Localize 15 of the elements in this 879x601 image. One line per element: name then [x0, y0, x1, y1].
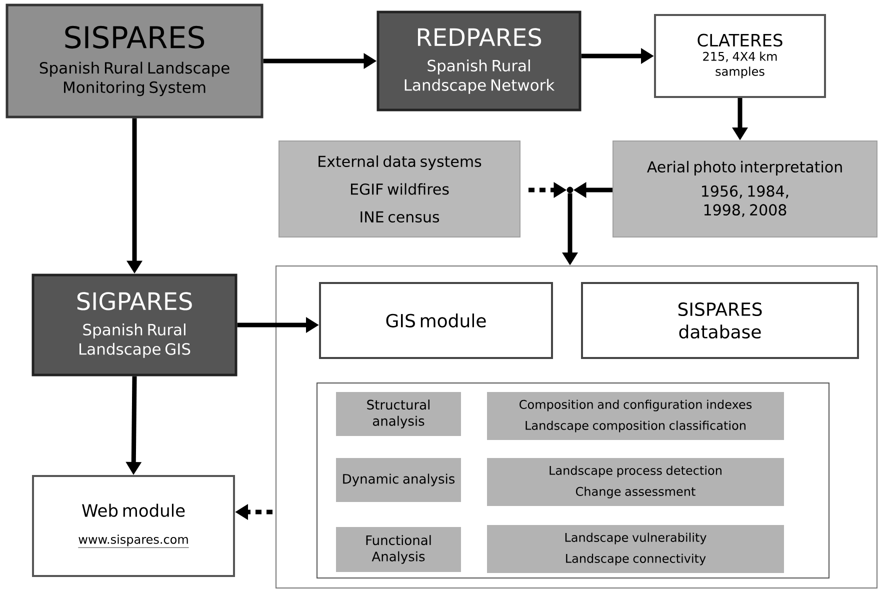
- samples-box: CLATERES 215, 4X4 km samples: [654, 14, 826, 98]
- analysis-cell: Functional Analysis: [336, 527, 461, 572]
- web-box: Web module www.sispares.com: [32, 475, 235, 577]
- analysis-cell: Landscape vulnerability Landscape connectivity: [487, 525, 784, 573]
- analysis-cell: Structural analysis: [336, 392, 461, 436]
- data-box: Aerial photo interpretation 1956, 1984, 1998, 2008: [612, 140, 878, 238]
- gis-box: SIGPARES Spanish Rural Landscape GIS: [32, 274, 238, 376]
- analysis-cell: Landscape process detection Change assessment: [487, 458, 784, 506]
- database-box: SISPARES database: [581, 282, 859, 359]
- analysis-cell: Dynamic analysis: [336, 458, 461, 502]
- network-box: REDPARES Spanish Rural Landscape Network: [376, 10, 582, 112]
- analysis-cell: Composition and configuration indexes Landscape composition classification: [487, 392, 784, 440]
- data-box: External data systems EGIF wildfires INE census: [278, 140, 520, 238]
- module-box: GIS module: [319, 282, 553, 359]
- system-box: SISPARES Spanish Rural Landscape Monitoring System: [6, 4, 264, 118]
